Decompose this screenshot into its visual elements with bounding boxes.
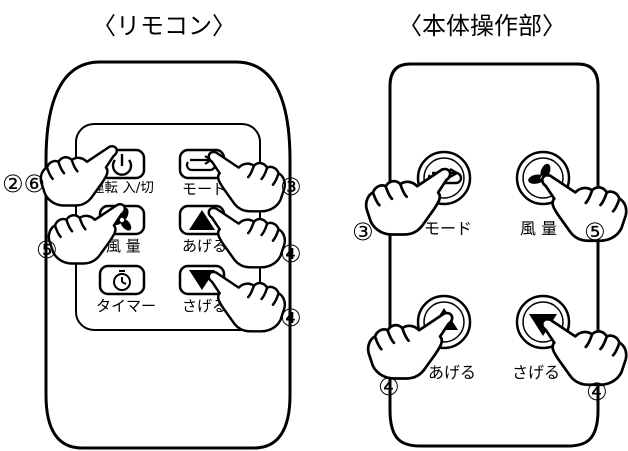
remote-timer-button[interactable] xyxy=(98,264,146,296)
remote-fan-callout: ⑤ xyxy=(36,236,58,264)
up-triangle-icon xyxy=(189,210,215,230)
remote-mode-callout: ③ xyxy=(280,173,302,201)
unit-up-label: あげる xyxy=(428,363,476,382)
unit-down-callout: ④ xyxy=(586,378,608,406)
unit-fan-callout: ⑤ xyxy=(584,218,606,246)
unit-title: 〈本体操作部〉 xyxy=(398,12,566,40)
unit-mode-label: モード xyxy=(424,219,472,238)
remote-title: 〈リモコン〉 xyxy=(92,12,236,40)
remote-timer-label: タイマー xyxy=(96,297,156,315)
unit-down-label: さげる xyxy=(512,363,560,382)
remote-power-label: 運転 入/切 xyxy=(91,180,154,196)
timer-icon xyxy=(113,270,131,291)
remote-fan-label: 風 量 xyxy=(106,237,141,255)
remote-mode-label: モード xyxy=(182,180,227,198)
remote-power-callout: ②⑥ xyxy=(2,170,45,198)
remote-down-label: さげる xyxy=(182,297,227,315)
unit-up-callout: ④ xyxy=(378,373,400,401)
power-icon xyxy=(111,154,133,176)
remote-down-callout: ④ xyxy=(280,304,302,332)
remote-up-callout: ④ xyxy=(280,240,302,268)
unit-mode-callout: ③ xyxy=(352,218,374,246)
unit-panel xyxy=(388,62,600,448)
unit-fan-label: 風 量 xyxy=(520,219,557,238)
remote-up-label: あげる xyxy=(182,237,227,255)
